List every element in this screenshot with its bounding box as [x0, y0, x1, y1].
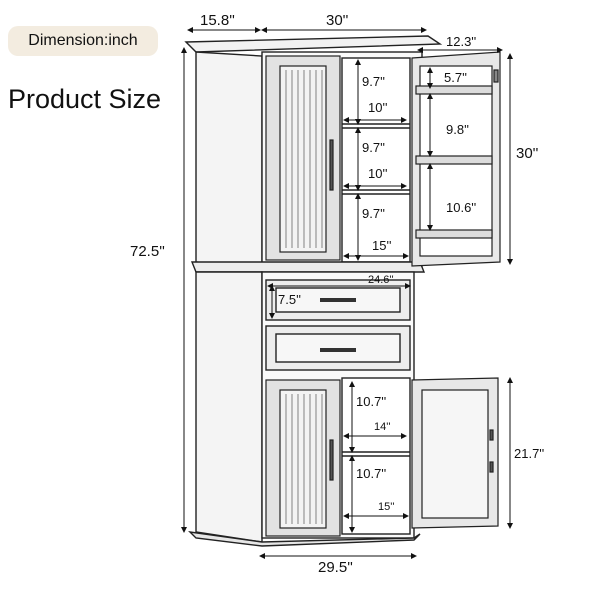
lower-shelf-depth-label: 14'' — [374, 421, 390, 433]
lower-interior-depth-label: 15'' — [378, 501, 394, 513]
width-bottom-label: 29.5'' — [318, 559, 353, 576]
drawer-height-label: 7.5'' — [278, 292, 301, 307]
lower-left-door — [265, 379, 341, 537]
upper-shelf-gap-3-label: 9.7'' — [362, 206, 385, 221]
depth-label: 15.8'' — [200, 12, 235, 29]
height-label: 72.5'' — [130, 243, 165, 260]
door-depth-label: 12.3'' — [446, 34, 476, 49]
door-rack-bottom-label: 10.6'' — [446, 200, 476, 215]
door-rack-top-label: 5.7'' — [444, 70, 467, 85]
upper-shelf-depth-1-label: 10'' — [368, 100, 387, 115]
upper-left-door — [265, 55, 341, 261]
page-title: Product Size — [8, 84, 162, 114]
unit-badge: Dimension:inch — [8, 26, 158, 56]
width-top-label: 30'' — [326, 12, 349, 29]
upper-shelf-depth-2-label: 10'' — [368, 166, 387, 181]
lower-shelf-gap-1-label: 10.7'' — [356, 394, 386, 409]
drawer-handle-bottom — [320, 348, 356, 352]
drawer-handle-top — [320, 298, 356, 302]
upper-shelf-gap-2-label: 9.7'' — [362, 140, 385, 155]
lower-right-door — [411, 377, 499, 529]
door-rack-mid-label: 9.8'' — [446, 122, 469, 137]
drawer-width-label: 24.6'' — [368, 274, 394, 286]
upper-interior-depth-label: 15'' — [372, 238, 391, 253]
upper-shelf-gap-1-label: 9.7'' — [362, 74, 385, 89]
lower-door-height-label: 21.7'' — [514, 446, 544, 461]
door-height-label: 30'' — [516, 145, 539, 162]
lower-shelf-gap-2-label: 10.7'' — [356, 466, 386, 481]
